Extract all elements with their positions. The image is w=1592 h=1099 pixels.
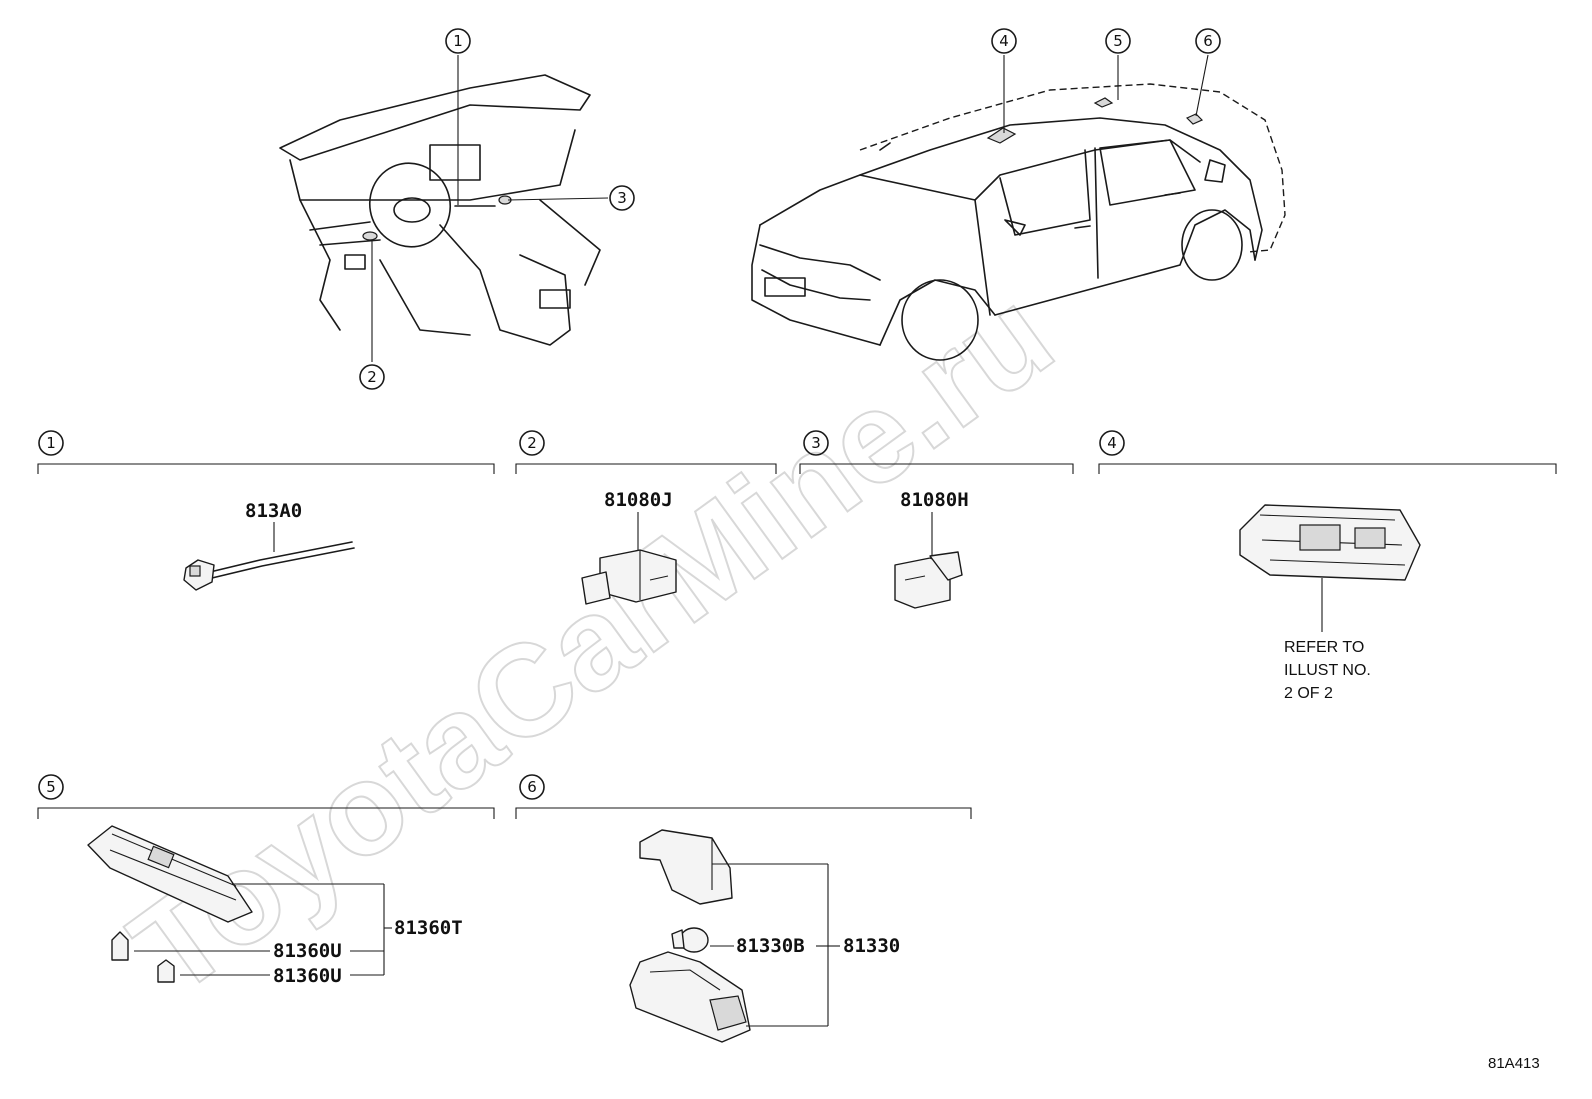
svg-text:5: 5 [46,778,56,796]
figure-id: 81A413 [1488,1055,1540,1072]
callout-4-top: 4 [991,28,1017,54]
part-81330B-label: 81330B [736,935,805,957]
svg-text:1: 1 [453,32,463,50]
callout-2-top: 2 [359,364,385,390]
part-813A0-label: 813A0 [245,500,302,522]
svg-text:6: 6 [527,778,537,796]
car-illustration [751,83,1286,361]
section-4: 4 REFER TO ILLUST NO. 2 OF 2 [1098,430,1557,702]
part-81080J-switch [581,549,677,605]
part-81360T-room-lamp [87,825,253,923]
map-lamp-assembly [1239,504,1421,581]
part-81360U-label-1: 81360U [273,940,342,962]
part-81080J-label: 81080J [604,489,673,511]
dashboard-illustration [279,74,601,346]
part-81330-lamp-housing [639,829,733,905]
callout-6-top: 6 [1195,28,1221,54]
svg-text:3: 3 [617,189,627,207]
svg-text:2: 2 [367,368,377,386]
svg-text:4: 4 [1107,434,1117,452]
part-81330-label: 81330 [843,935,900,957]
watermark: ToyotaCarMine.ru [106,261,1078,1023]
callout-1-top: 1 [445,28,471,54]
svg-text:4: 4 [999,32,1009,50]
part-81330B-bulb [671,927,709,953]
callout-5-top: 5 [1105,28,1131,54]
section-3: 3 81080H [799,430,1074,609]
part-81080H-label: 81080H [900,489,969,511]
part-81080H-switch [894,551,963,609]
part-81330-lamp-lens [629,951,751,1043]
part-813A0-wire-harness [183,541,355,591]
section-1: 1 813A0 [37,430,495,591]
part-81360T-label: 81360T [394,917,463,939]
refer-note-line-2: ILLUST NO. [1284,662,1371,679]
svg-text:3: 3 [811,434,821,452]
part-81360U-bulb-2 [157,959,175,983]
part-81360U-bulb-1 [111,931,129,961]
refer-note-line-1: REFER TO [1284,639,1364,656]
svg-text:1: 1 [46,434,56,452]
svg-text:5: 5 [1113,32,1123,50]
part-81360U-label-2: 81360U [273,965,342,987]
callout-3-top: 3 [609,185,635,211]
svg-text:6: 6 [1203,32,1213,50]
refer-note-line-3: 2 OF 2 [1284,685,1333,702]
section-2: 2 81080J [515,430,777,605]
section-6: 6 81330B 81330 [515,774,972,1043]
svg-text:2: 2 [527,434,537,452]
section-5: 5 81360U 81360U 81360T [37,774,495,987]
